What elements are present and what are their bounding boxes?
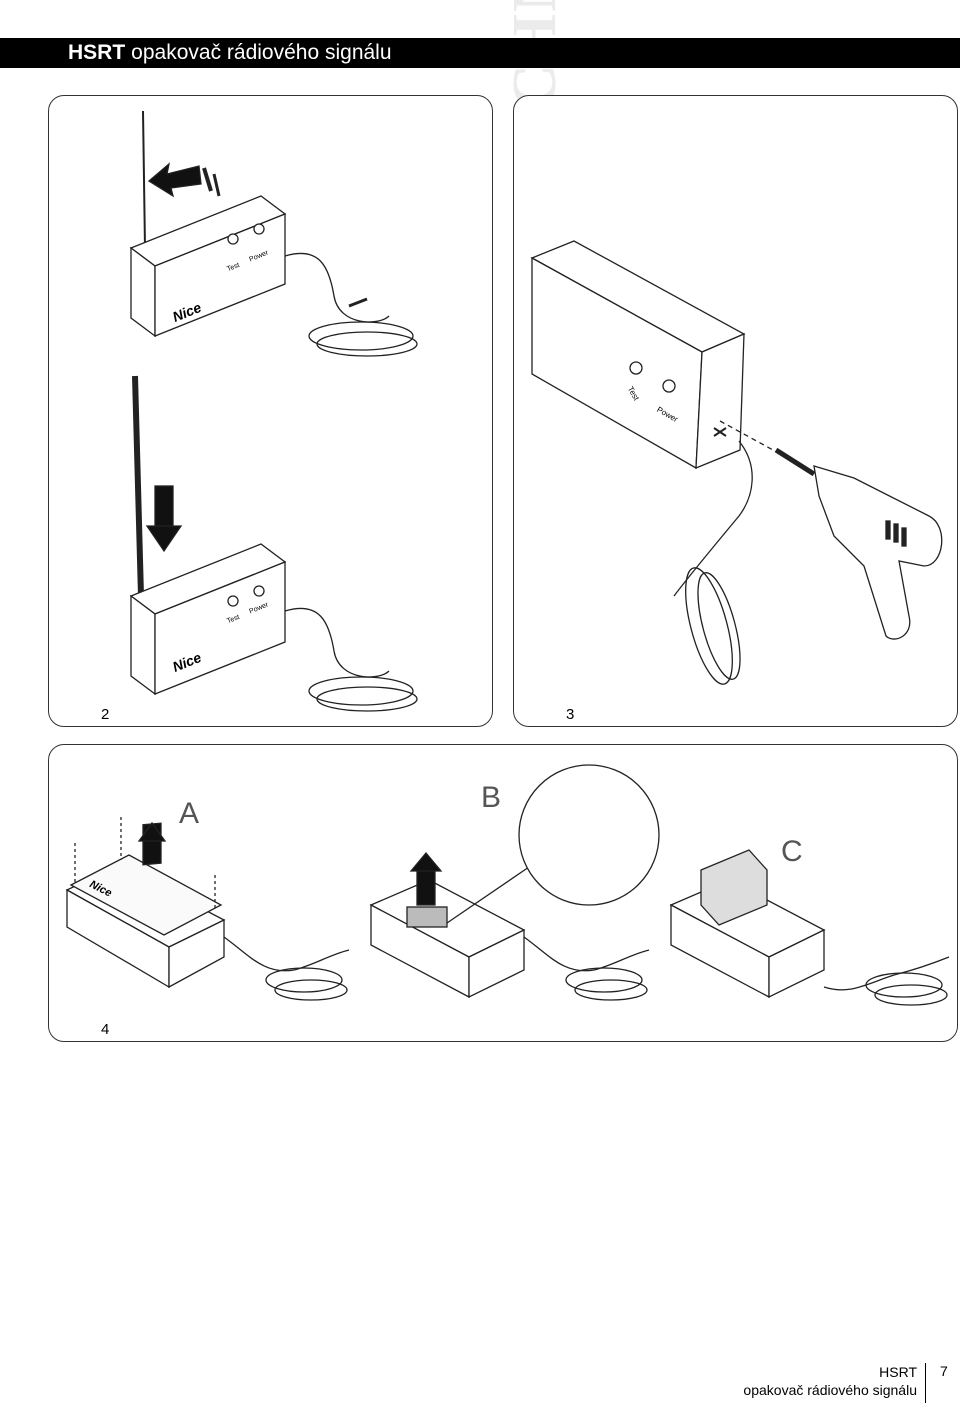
header-bar: HSRT opakovač rádiového signálu [0,38,960,68]
figure-2-panel: Test Power Nice Test Power Nice 2 [48,95,493,727]
footer: HSRT opakovač rádiového signálu [743,1363,926,1403]
figure-4-number: 4 [97,1021,114,1038]
footer-brand: HSRT [879,1364,917,1380]
figure-2-illustration [129,110,418,712]
header-subtitle: opakovač rádiového signálu [131,41,392,64]
fig4-step-c: C [781,835,803,868]
figure-4-illustration [65,764,950,1006]
header-brand: HSRT [68,41,126,64]
figure-3-panel: Test Power 3 [513,95,958,727]
footer-subtitle: opakovač rádiového signálu [743,1382,917,1398]
fig4-step-a: A [179,797,200,830]
fig4-step-b: B [481,781,502,814]
figure-3-number: 3 [562,706,579,723]
figure-4-panel: Nice A B C 4 [48,744,958,1042]
page-number: 7 [940,1363,948,1379]
figure-3-illustration [530,240,943,685]
figure-2-number: 2 [97,706,114,723]
